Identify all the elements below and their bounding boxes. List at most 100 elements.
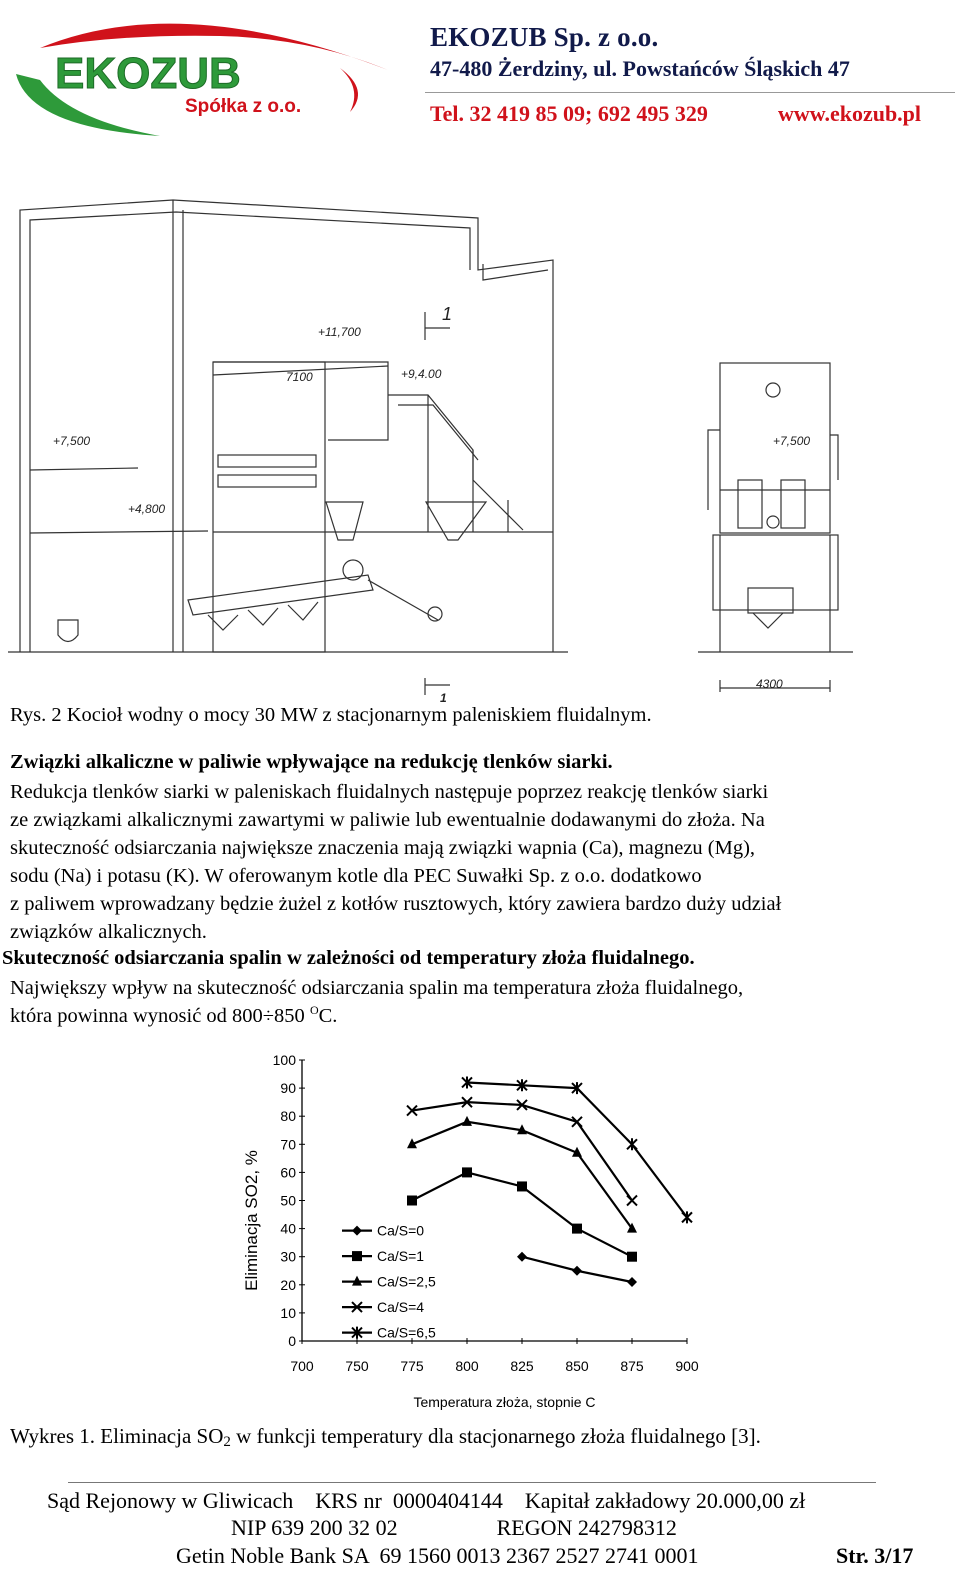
data-point bbox=[517, 1251, 527, 1262]
dimension-label: 4300 bbox=[756, 677, 783, 691]
data-point bbox=[627, 1276, 637, 1287]
elevation-label: +7,500 bbox=[773, 434, 810, 448]
chart-caption: Wykres 1. Eliminacja SO2 w funkcji tempe… bbox=[10, 1424, 761, 1451]
data-point bbox=[516, 1099, 528, 1111]
elevation-label: +4,800 bbox=[128, 502, 165, 516]
text-fragment: która powinna wynosić od 800÷850 bbox=[10, 1005, 310, 1027]
degree-superscript: O bbox=[309, 1003, 319, 1017]
data-point bbox=[351, 1301, 363, 1313]
data-point bbox=[462, 1167, 472, 1178]
text-line: sodu (Na) i potasu (K). W oferowanym kot… bbox=[10, 865, 702, 887]
x-tick-label: 900 bbox=[675, 1358, 699, 1374]
legend-item: Ca/S=2,5 bbox=[342, 1274, 436, 1290]
data-point bbox=[352, 1275, 362, 1286]
x-tick-label: 700 bbox=[290, 1358, 314, 1374]
legend-label: Ca/S=0 bbox=[377, 1223, 424, 1239]
header-divider bbox=[425, 92, 955, 93]
y-tick-label: 70 bbox=[280, 1136, 296, 1152]
data-point bbox=[626, 1138, 638, 1151]
company-address: 47-480 Żerdziny, ul. Powstańców Śląskich… bbox=[430, 56, 850, 81]
x-axis-label: Temperatura złoża, stopnie C bbox=[413, 1394, 595, 1410]
series-square bbox=[407, 1167, 637, 1262]
elevation-label: +7,500 bbox=[53, 434, 90, 448]
company-website[interactable]: www.ekozub.pl bbox=[778, 101, 922, 126]
y-axis-label: Eliminacja SO2, % bbox=[242, 1150, 261, 1291]
data-point bbox=[517, 1124, 527, 1135]
series-triangle bbox=[407, 1115, 637, 1233]
legend-item: Ca/S=1 bbox=[342, 1248, 424, 1264]
data-point bbox=[572, 1146, 582, 1157]
y-tick-label: 0 bbox=[288, 1333, 296, 1349]
data-point bbox=[572, 1223, 582, 1234]
x-tick-label: 775 bbox=[400, 1358, 424, 1374]
y-tick-label: 10 bbox=[280, 1305, 296, 1321]
company-name: EKOZUB Sp. z o.o. bbox=[430, 22, 659, 52]
series-line bbox=[411, 1120, 633, 1230]
text-line: z paliwem wprowadzany będzie żużel z kot… bbox=[10, 893, 782, 915]
series-diamond bbox=[517, 1251, 637, 1287]
caption-fragment: w funkcji temperatury dla stacjonarnego … bbox=[230, 1424, 761, 1448]
y-tick-label: 80 bbox=[280, 1108, 296, 1124]
data-point bbox=[461, 1076, 473, 1089]
page-number: Str. 3/17 bbox=[836, 1543, 914, 1568]
data-point bbox=[627, 1251, 637, 1262]
text-line: Redukcja tlenków siarki w paleniskach fl… bbox=[10, 781, 769, 803]
legend-item: Ca/S=0 bbox=[342, 1223, 424, 1239]
text-line: związków alkalicznych. bbox=[10, 921, 207, 943]
logo-subtitle: Spółka z o.o. bbox=[185, 96, 301, 117]
data-point bbox=[352, 1225, 362, 1236]
data-point bbox=[462, 1115, 472, 1126]
chart-legend: Ca/S=0Ca/S=1Ca/S=2,5Ca/S=4Ca/S=6,5 bbox=[342, 1223, 436, 1341]
data-point bbox=[517, 1181, 527, 1192]
y-tick-label: 40 bbox=[280, 1221, 296, 1237]
legend-label: Ca/S=2,5 bbox=[377, 1274, 436, 1290]
series-star bbox=[461, 1076, 693, 1224]
legend-item: Ca/S=4 bbox=[342, 1299, 424, 1315]
chart-series bbox=[406, 1076, 693, 1287]
text-line: Największy wpływ na skuteczność odsiarcz… bbox=[10, 977, 744, 999]
y-tick-label: 90 bbox=[280, 1080, 296, 1096]
logo-text: EKOZUB bbox=[55, 49, 241, 98]
x-tick-label: 875 bbox=[620, 1358, 644, 1374]
section-marker-label: 1 bbox=[442, 304, 452, 324]
x-tick-label: 825 bbox=[510, 1358, 534, 1374]
elevation-label: +9,4.00 bbox=[401, 367, 442, 381]
caption-fragment: Wykres 1. Eliminacja SO bbox=[10, 1424, 224, 1448]
section-heading: Związki alkaliczne w paliwie wpływające … bbox=[10, 751, 613, 773]
data-point bbox=[572, 1265, 582, 1276]
elevation-label: +11,700 bbox=[318, 325, 361, 339]
text-line: ze związkami alkalicznymi zawartymi w pa… bbox=[10, 809, 765, 831]
legend-label: Ca/S=1 bbox=[377, 1248, 424, 1264]
x-tick-label: 750 bbox=[345, 1358, 369, 1374]
y-tick-label: 60 bbox=[280, 1164, 296, 1180]
legend-label: Ca/S=4 bbox=[377, 1299, 424, 1315]
x-tick-label: 850 bbox=[565, 1358, 589, 1374]
data-point bbox=[571, 1116, 583, 1128]
data-point bbox=[407, 1195, 417, 1206]
caption-subscript: 2 bbox=[223, 1434, 231, 1450]
data-point bbox=[407, 1138, 417, 1149]
ekozub-logo: EKOZUB Spółka z o.o. bbox=[16, 23, 388, 136]
section-heading: Skuteczność odsiarczania spalin w zależn… bbox=[2, 947, 695, 969]
figure-caption: Rys. 2 Kocioł wodny o mocy 30 MW z stacj… bbox=[10, 704, 652, 726]
data-point bbox=[626, 1194, 638, 1207]
data-point bbox=[461, 1096, 473, 1108]
text-line: skuteczność odsiarczania największe znac… bbox=[10, 837, 756, 859]
y-tick-label: 100 bbox=[273, 1052, 297, 1068]
dimension-label: 7100 bbox=[286, 370, 313, 384]
y-tick-label: 20 bbox=[280, 1277, 296, 1293]
text-fragment: C. bbox=[318, 1005, 338, 1027]
data-point bbox=[516, 1079, 528, 1092]
text-line: która powinna wynosić od 800÷850 OC. bbox=[10, 1002, 932, 1030]
y-tick-label: 30 bbox=[280, 1249, 296, 1265]
legend-label: Ca/S=6,5 bbox=[377, 1325, 436, 1341]
data-point bbox=[351, 1326, 363, 1339]
footer-tax-ids: NIP 639 200 32 02 REGON 242798312 bbox=[231, 1515, 677, 1540]
footer-divider bbox=[68, 1482, 876, 1483]
series-x bbox=[406, 1096, 638, 1207]
company-phone: Tel. 32 419 85 09; 692 495 329 bbox=[430, 101, 708, 126]
section-marker-label: 1 bbox=[440, 691, 447, 702]
boiler-technical-drawing: +11,700 +9,4.00 7100 +7,500 +4,800 +7,50… bbox=[8, 199, 853, 702]
